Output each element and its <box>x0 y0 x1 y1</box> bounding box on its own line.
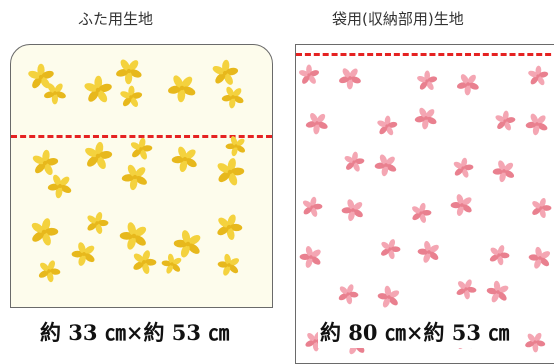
pink-flower-icon <box>450 193 474 221</box>
pink-flower-icon <box>343 151 365 177</box>
pink-flower-icon <box>374 153 398 181</box>
pink-flower-icon <box>298 64 320 90</box>
yellow-flower-icon <box>217 253 241 281</box>
yellow-flower-icon <box>85 211 109 239</box>
lid-fabric-size: 約 33 ㎝×約 53 ㎝ <box>38 318 232 348</box>
bag-fabric-title: 袋用(収納部用)生地 <box>332 10 464 28</box>
yellow-flower-icon <box>215 213 243 245</box>
pink-flower-icon <box>301 196 323 222</box>
pink-flower-icon <box>486 280 510 308</box>
pink-flower-icon <box>338 66 362 94</box>
pink-flower-icon <box>379 238 401 264</box>
bag-fold-line <box>296 53 554 56</box>
yellow-flower-icon <box>121 163 149 195</box>
pink-flower-icon <box>525 112 549 140</box>
lid-fabric-swatch <box>10 44 273 308</box>
lid-fold-line <box>11 135 272 138</box>
yellow-flower-icon <box>221 85 245 113</box>
bag-fabric-swatch <box>295 44 554 364</box>
yellow-flower-icon <box>115 57 143 89</box>
yellow-flower-icon <box>173 229 203 263</box>
yellow-flower-icon <box>71 241 97 271</box>
pink-flower-icon <box>528 246 552 274</box>
pink-flower-icon <box>414 106 438 134</box>
pink-flower-icon <box>376 115 398 141</box>
pink-flower-icon <box>492 159 516 187</box>
pink-flower-icon <box>452 157 474 183</box>
yellow-flower-icon <box>225 135 247 161</box>
pink-flower-icon <box>410 202 432 228</box>
yellow-flower-icon <box>47 173 73 203</box>
pink-flower-icon <box>524 331 546 357</box>
pink-flower-icon <box>527 65 549 91</box>
yellow-flower-icon <box>83 75 113 109</box>
yellow-flower-icon <box>131 249 157 279</box>
pink-flower-icon <box>494 110 516 136</box>
lid-fabric-title: ふた用生地 <box>78 10 154 28</box>
pink-flower-icon <box>417 240 441 268</box>
pink-flower-icon <box>530 197 552 223</box>
yellow-flower-icon <box>31 149 59 181</box>
pink-flower-icon <box>377 285 401 313</box>
yellow-flower-icon <box>211 59 239 91</box>
pink-flower-icon <box>416 70 438 96</box>
pink-flower-icon <box>455 278 477 304</box>
yellow-flower-icon <box>171 145 199 177</box>
yellow-flower-icon <box>83 141 113 175</box>
yellow-flower-icon <box>29 217 59 251</box>
bag-fabric-size: 約 80 ㎝×約 53 ㎝ <box>318 318 512 348</box>
pink-flower-icon <box>299 245 323 273</box>
yellow-flower-icon <box>37 259 61 287</box>
yellow-flower-icon <box>129 137 153 165</box>
yellow-flower-icon <box>119 221 149 255</box>
pink-flower-icon <box>305 111 329 139</box>
pink-flower-icon <box>488 244 510 270</box>
yellow-flower-icon <box>161 253 183 279</box>
yellow-flower-icon <box>43 81 67 109</box>
yellow-flower-icon <box>167 73 197 107</box>
pink-flower-icon <box>456 72 480 100</box>
yellow-flower-icon <box>119 85 143 113</box>
pink-flower-icon <box>341 198 365 226</box>
yellow-flower-icon <box>27 63 55 95</box>
pink-flower-icon <box>337 283 359 309</box>
yellow-flower-icon <box>215 157 245 191</box>
